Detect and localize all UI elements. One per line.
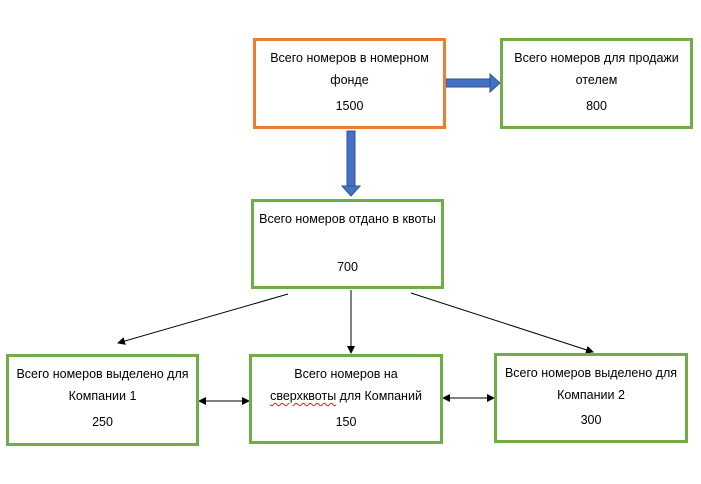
node-value: 300 (580, 413, 602, 427)
arrow-quotas-to-company2 (410, 292, 594, 354)
node-value: 150 (335, 415, 357, 429)
node-label: Всего номеров в номерном фонде (270, 51, 429, 87)
node-company2: Всего номеров выделено для Компании 2 30… (494, 353, 688, 443)
node-total-fund: Всего номеров в номерном фонде 1500 (253, 38, 446, 129)
node-label: Всего номеров на сверхквоты для Компаний (256, 363, 436, 407)
misspelled-word: сверхквоты (270, 389, 337, 403)
node-hotel-sale: Всего номеров для продажи отелем 800 (500, 38, 693, 129)
node-label-line1: Всего номеров на (294, 367, 398, 381)
node-label-line2: сверхквоты для Компаний (256, 385, 436, 407)
node-value: 700 (337, 260, 358, 274)
block-arrow-down (340, 130, 362, 197)
node-value: 800 (586, 99, 607, 113)
node-label-rest: для Компаний (336, 389, 422, 403)
node-label: Всего номеров для продажи отелем (514, 51, 679, 87)
node-value: 1500 (335, 99, 364, 113)
node-quotas: Всего номеров отдано в квоты 700 (251, 199, 444, 289)
node-label: Всего номеров отдано в квоты (259, 212, 436, 226)
block-arrow-right (445, 72, 501, 94)
node-company1: Всего номеров выделено для Компании 1 25… (6, 354, 199, 446)
node-value: 250 (92, 415, 113, 429)
node-label: Всего номеров выделено для Компании 2 (504, 366, 678, 402)
node-label: Всего номеров выделено для Компании 1 (16, 367, 189, 403)
node-overquota: Всего номеров на сверхквоты для Компаний… (249, 354, 443, 444)
arrow-quotas-to-company1 (117, 293, 289, 345)
